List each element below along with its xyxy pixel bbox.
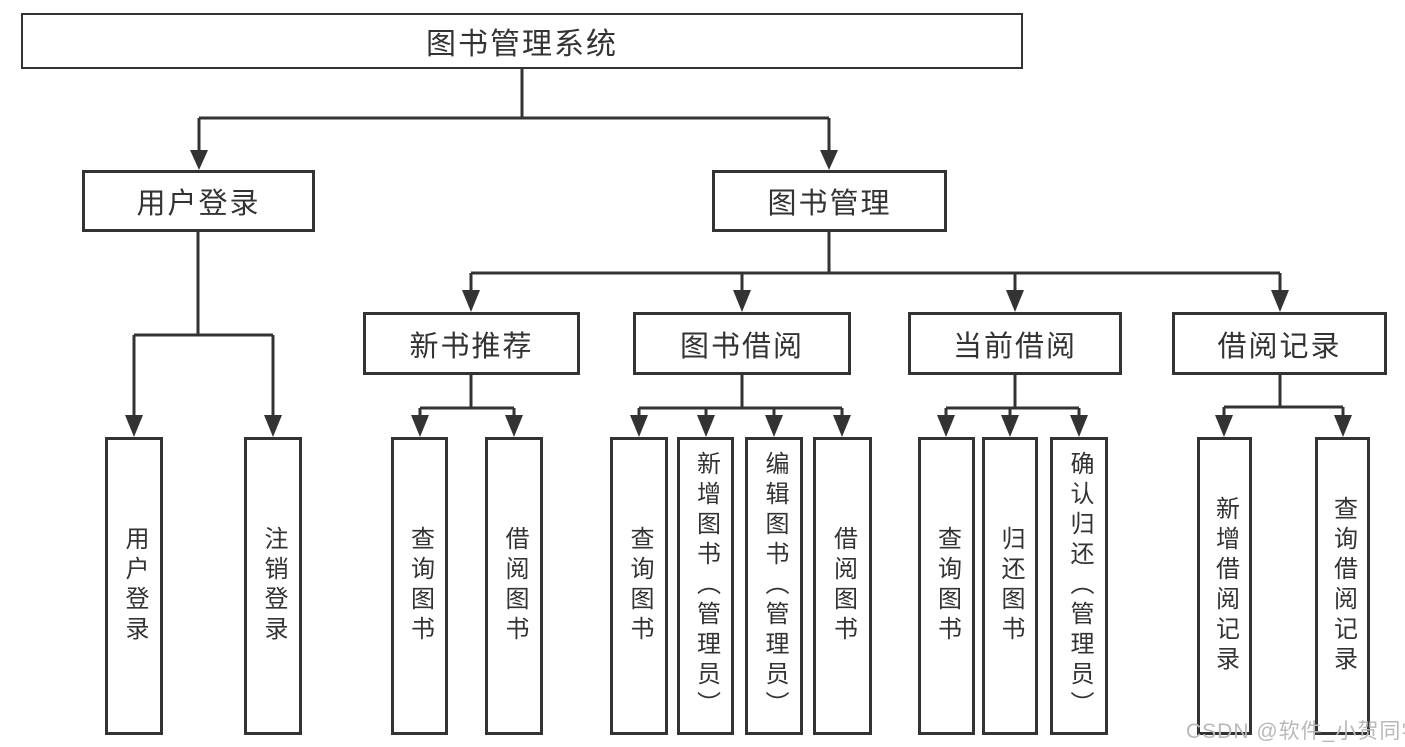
connector-borrowing-records-to-leaves [1215,375,1352,437]
leaf-cb-return-books: 归还图书 [982,437,1038,735]
node-current-borrowing: 当前借阅 [908,312,1122,375]
connector-book-borrowing-to-leaves [630,375,851,437]
node-system-root: 图书管理系统 [21,13,1023,69]
leaf-bb-query-books: 查询图书 [610,437,668,735]
leaf-br-add-borrow-record: 新增借阅记录 [1197,437,1252,735]
csdn-watermark: CSDN @软件_小贺同学 [1186,720,1405,743]
leaf-bb-add-books-admin: 新增图书（管理员） [677,437,734,735]
connector-root-to-level2 [190,69,838,170]
node-borrowing-records: 借阅记录 [1172,312,1387,375]
connector-current-borrowing-to-leaves [937,375,1088,437]
connector-user-login-to-leaves [125,232,282,437]
leaf-br-query-borrow-record: 查询借阅记录 [1315,437,1370,735]
leaf-bb-edit-books-admin: 编辑图书（管理员） [745,437,803,735]
leaf-nbr-query-books: 查询图书 [391,437,448,735]
connector-book-management-to-level3 [462,232,1289,312]
leaf-logout-login: 注销登录 [244,437,302,735]
leaf-bb-borrow-books: 借阅图书 [813,437,872,735]
node-book-management: 图书管理 [712,170,947,232]
connector-new-book-recommend-to-leaves [411,375,523,437]
leaf-nbr-borrow-books: 借阅图书 [485,437,543,735]
node-new-book-recommend: 新书推荐 [363,312,580,375]
leaf-cb-query-books: 查询图书 [918,437,975,735]
node-user-login: 用户登录 [82,170,315,232]
leaf-user-login: 用户登录 [105,437,163,735]
leaf-cb-confirm-return-admin: 确认归还（管理员） [1050,437,1108,735]
node-book-borrowing: 图书借阅 [633,312,851,375]
